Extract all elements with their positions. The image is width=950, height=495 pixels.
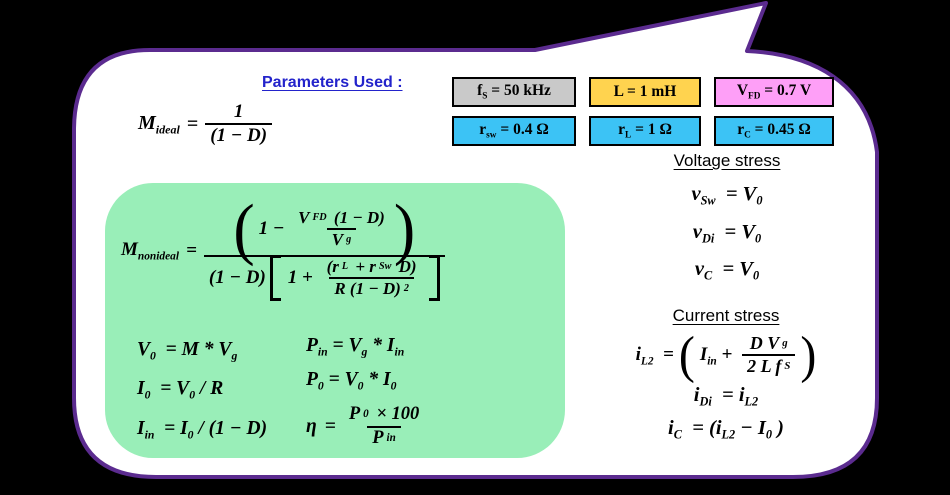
param-l-text: L = 1 mH — [613, 83, 677, 100]
ic-equation: iC = (iL2 − I0 ) — [668, 417, 784, 442]
parameters-used-label: Parameters Used : — [262, 74, 403, 91]
iin-equation: Iin = I0 / (1 − D) — [137, 417, 268, 442]
output-equations-column: V0 = M * Vg I0 = V0 / R Iin = I0 / (1 − … — [137, 339, 267, 441]
param-box-rsw: rsw = 0.4 Ω — [452, 116, 576, 146]
param-box-fs: fS = 50 kHz — [452, 77, 576, 107]
m-ideal-equation: Mideal = 1 (1 − D) — [138, 101, 273, 148]
p0-equation: P0 = V0 * I0 — [306, 369, 397, 393]
param-box-rl: rL = 1 Ω — [589, 116, 701, 146]
param-box-rc: rC = 0.45 Ω — [714, 116, 834, 146]
parameter-boxes: fS = 50 kHz L = 1 mH VFD = 0.7 V rsw = 0… — [452, 77, 834, 146]
vsw-equation: vSw = V0 — [691, 183, 763, 208]
param-rl-text: rL = 1 Ω — [618, 121, 672, 141]
vdi-equation: vDi = V0 — [692, 220, 762, 246]
right-bracket — [428, 255, 440, 302]
voltage-stress-title: Voltage stress — [673, 151, 781, 170]
param-rsw-text: rsw = 0.4 Ω — [479, 121, 549, 141]
idi-equation: iDi = iL2 — [693, 384, 759, 410]
param-vfd-text: VFD = 0.7 V — [736, 82, 812, 102]
i0-equation: I0 = V0 / R — [137, 378, 224, 402]
left-bracket — [269, 255, 281, 302]
m-ideal-lhs: Mideal — [138, 111, 180, 137]
m-nonideal-lhs: Mnonideal — [121, 239, 180, 263]
m-nonideal-equals: = — [186, 240, 197, 261]
open-paren: ( — [233, 189, 255, 267]
close-paren: ) — [800, 326, 817, 384]
m-ideal-fraction: 1 (1 − D) — [205, 101, 273, 148]
param-box-l: L = 1 mH — [589, 77, 701, 107]
param-rc-text: rC = 0.45 Ω — [737, 121, 811, 141]
param-box-vfd: VFD = 0.7 V — [714, 77, 834, 107]
current-stress-title: Current stress — [672, 306, 780, 325]
open-paren: ( — [678, 326, 695, 384]
vc-equation: vC = V0 — [694, 258, 760, 284]
close-paren: ) — [393, 189, 416, 267]
pin-equation: Pin = Vg * Iin — [306, 335, 405, 359]
m-ideal-equals: = — [186, 112, 199, 135]
v0-equation: V0 = M * Vg — [137, 339, 238, 363]
param-fs-text: fS = 50 kHz — [477, 82, 551, 102]
voltage-stress-section: Voltage stress vSw = V0 vDi = V0 vC = V0 — [598, 151, 856, 284]
